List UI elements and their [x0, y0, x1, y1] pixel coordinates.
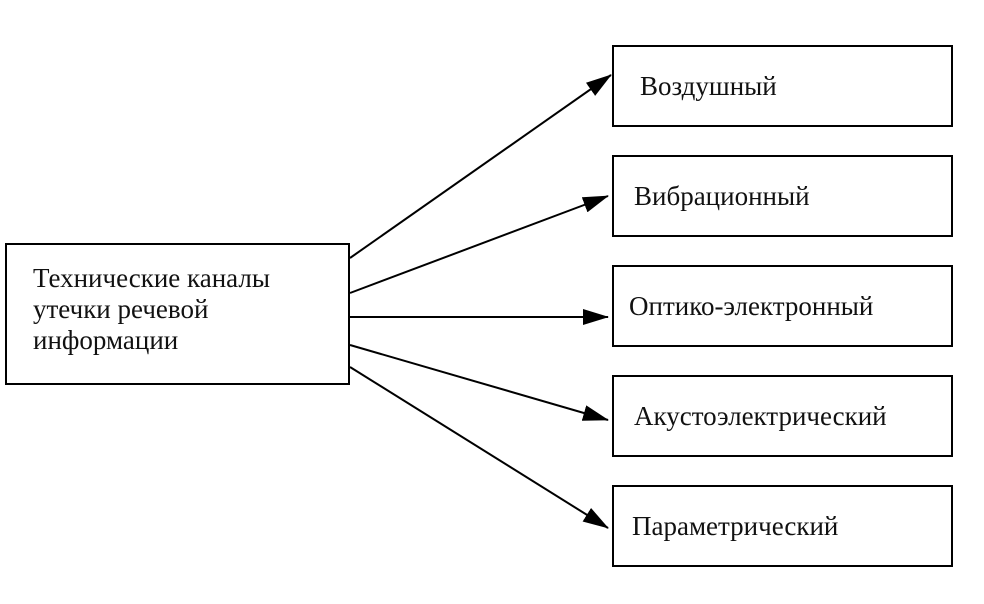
channel-label: Вибрационный	[634, 180, 810, 211]
arrow-to-akustoelektrichesky	[349, 344, 609, 421]
channel-label: Воздушный	[640, 70, 777, 101]
arrow-to-vozdushny	[349, 74, 612, 259]
channel-label: Акустоэлектрический	[634, 400, 887, 431]
root-node-box: Технические каналы утечки речевой информ…	[5, 243, 350, 385]
channel-box-vibratsionny: Вибрационный	[612, 155, 953, 237]
root-node-line-1: Технические каналы	[33, 263, 270, 293]
arrow-to-parametrichesky	[349, 366, 609, 529]
root-node-line-2: утечки речевой	[33, 294, 209, 324]
channel-box-parametrichesky: Параметрический	[612, 485, 953, 567]
arrow-to-vibratsionny	[349, 195, 609, 294]
channel-label: Параметрический	[632, 510, 839, 541]
root-node-line-3: информации	[33, 325, 179, 355]
channel-box-akustoelektrichesky: Акустоэлектрический	[612, 375, 953, 457]
channel-box-vozdushny: Воздушный	[612, 45, 953, 127]
channel-box-optiko-elektronny: Оптико-электронный	[612, 265, 953, 347]
channel-label: Оптико-электронный	[629, 290, 874, 321]
